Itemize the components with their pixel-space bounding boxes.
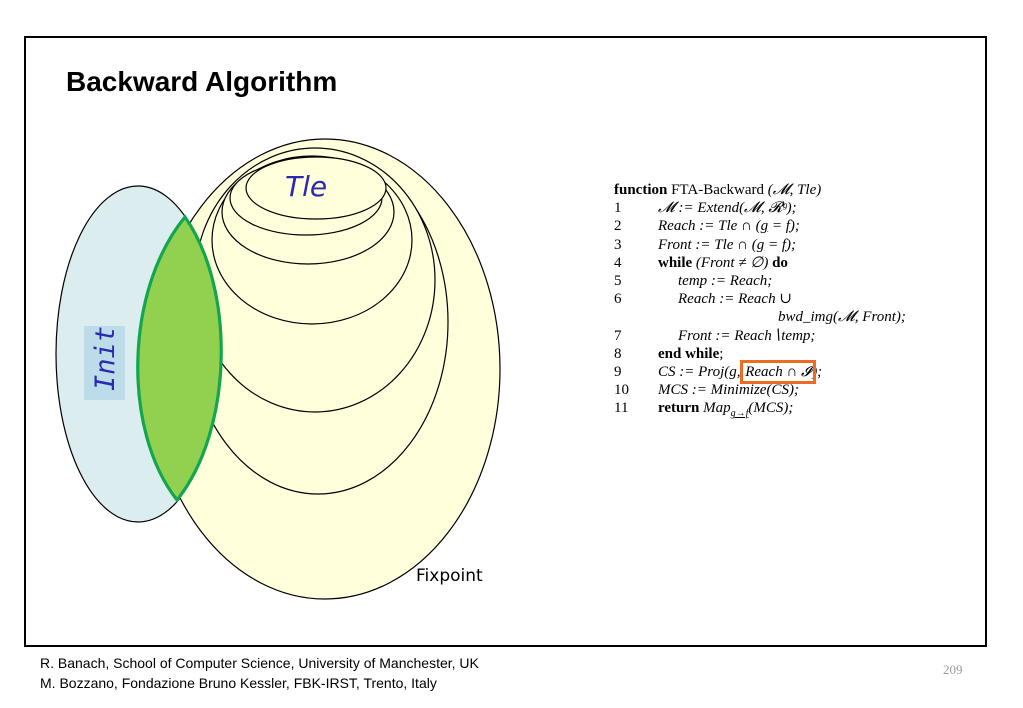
algorithm-header: function FTA-Backward (𝓜, Tle) xyxy=(614,181,959,199)
algorithm-line: 2 Reach := Tle ∩ (g = f); xyxy=(614,218,800,235)
tle-region xyxy=(245,156,387,220)
algorithm-line: 9 CS := Proj(g, Reach ∩ 𝓘); xyxy=(614,359,823,384)
algorithm-line: 3 Front := Tle ∩ (g = f); xyxy=(614,236,797,253)
function-args: (𝓜, Tle) xyxy=(767,182,822,198)
function-name: FTA-Backward xyxy=(671,182,765,198)
algorithm-line: 1 𝓜 := Extend(𝓜, 𝓡ᵍ); xyxy=(614,200,797,217)
algorithm-line: 10 MCS := Minimize(CS); xyxy=(614,382,799,399)
init-label-background xyxy=(84,326,125,400)
slide-title: Backward Algorithm xyxy=(66,66,338,97)
page-number: 209 xyxy=(943,662,963,677)
algorithm-line: 4 while (Front ≠ ∅) do xyxy=(614,254,788,271)
algorithm-line: 8 end while; xyxy=(614,345,724,362)
fixpoint-label: Fixpoint xyxy=(416,566,483,586)
footer-line-1: R. Banach, School of Computer Science, U… xyxy=(40,655,479,671)
function-keyword: function xyxy=(614,182,668,198)
footer-credits: R. Banach, School of Computer Science, U… xyxy=(40,653,479,693)
algorithm-line: 7 Front := Reach∖temp; xyxy=(614,327,816,344)
algorithm-line-continuation: bwd_img(𝓜, Front); xyxy=(778,309,906,326)
algorithm-line: 5 temp := Reach; xyxy=(614,272,773,289)
algorithm-listing: function FTA-Backward (𝓜, Tle) 1 𝓜 := Ex… xyxy=(614,181,959,420)
init-label: Init xyxy=(90,326,121,391)
highlight-box: Reach ∩ 𝓘 xyxy=(740,359,817,384)
algorithm-line: 11 return Mapg→f(MCS); xyxy=(614,400,794,420)
footer-line-2: M. Bozzano, Fondazione Bruno Kessler, FB… xyxy=(40,675,437,691)
tle-label: Tle xyxy=(285,170,327,203)
init-reach-intersection xyxy=(136,214,223,503)
algorithm-line: 6 Reach := Reach ∪ xyxy=(614,291,792,308)
